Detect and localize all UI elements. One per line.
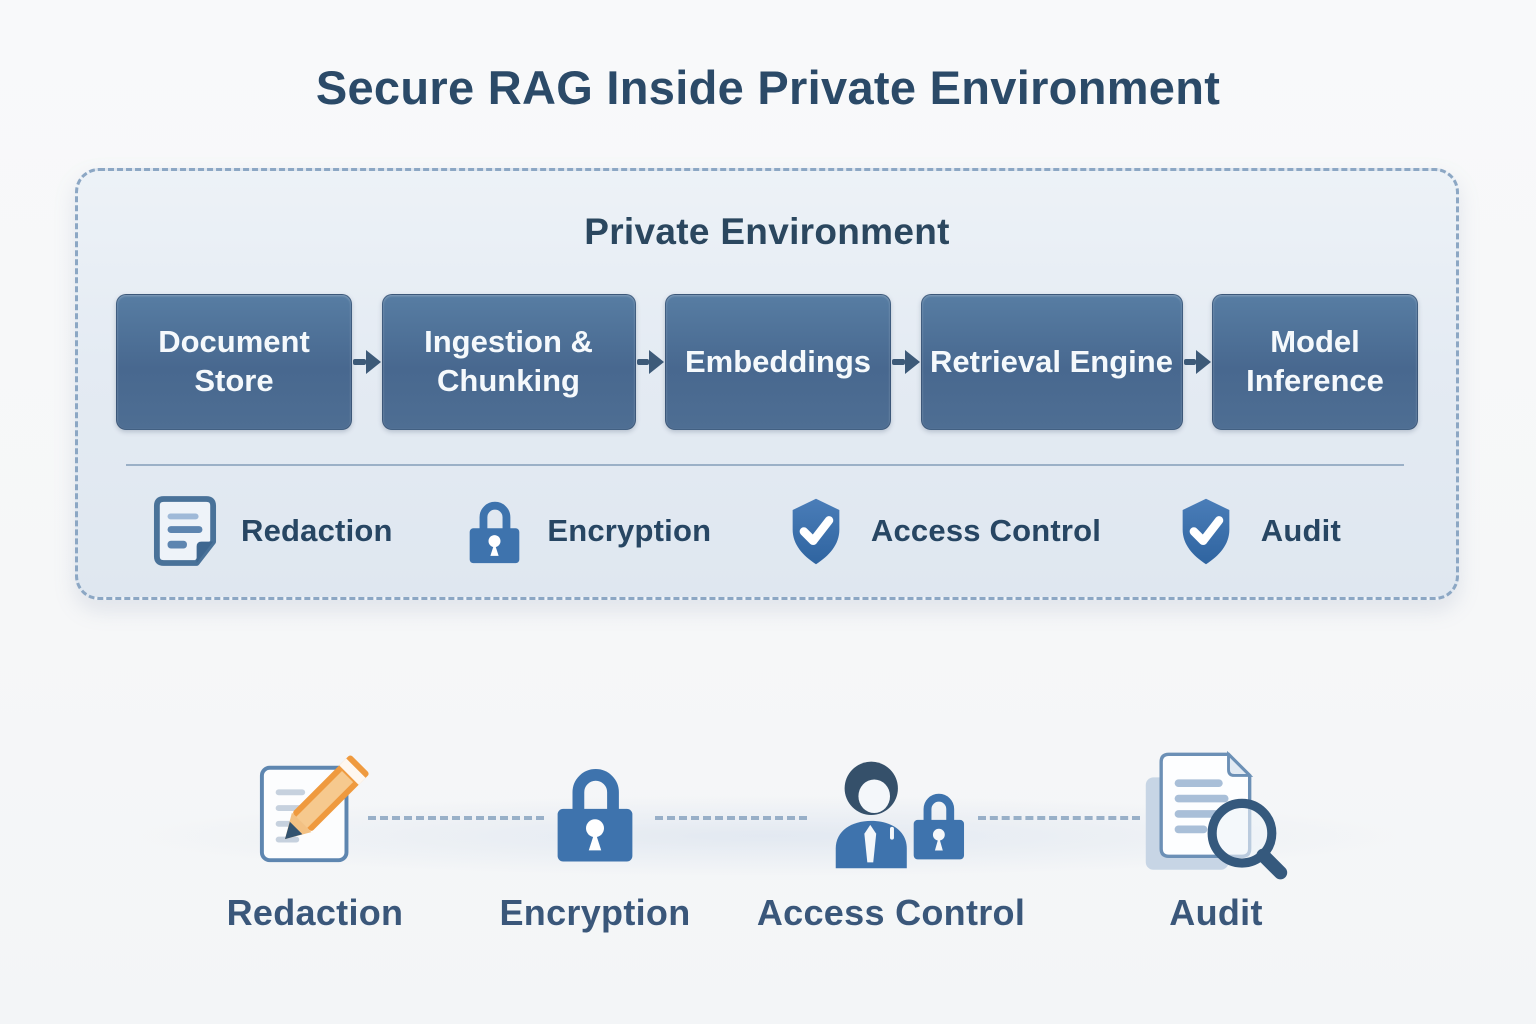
private-environment-container: Private Environment Document Store Inges… [75, 168, 1459, 600]
document-pencil-icon [256, 738, 374, 888]
document-magnifier-icon [1140, 738, 1292, 888]
bottom-feature-audit: Audit [1082, 738, 1350, 934]
feature-access-control: Access Control [785, 496, 1101, 567]
bottom-feature-access-control: Access Control [755, 738, 1027, 934]
user-padlock-icon [816, 738, 966, 888]
bottom-feature-redaction: Redaction [185, 738, 445, 934]
flow-box-document-store: Document Store [116, 294, 352, 430]
padlock-icon [552, 738, 638, 888]
feature-label: Audit [1260, 513, 1341, 548]
flow-box-ingestion-chunking: Ingestion & Chunking [381, 294, 636, 430]
page-title: Secure RAG Inside Private Environment [315, 61, 1221, 114]
dashed-connector [655, 816, 807, 820]
divider [126, 464, 1404, 466]
feature-redaction: Redaction [153, 495, 393, 567]
bottom-feature-encryption: Encryption [465, 738, 725, 934]
feature-label: Access Control [870, 513, 1102, 548]
security-features-row: Redaction Encryption [113, 479, 1341, 583]
shield-check-icon [1175, 496, 1237, 567]
dashed-connector [368, 816, 544, 820]
feature-label: Redaction [241, 513, 393, 548]
bottom-feature-label: Access Control [756, 892, 1026, 933]
feature-audit: Audit [1175, 496, 1341, 567]
bottom-feature-label: Audit [1169, 892, 1263, 933]
dashed-connector [978, 816, 1140, 820]
feature-encryption: Encryption [466, 495, 711, 567]
flow-box-embeddings: Embeddings [665, 294, 891, 430]
document-icon [153, 495, 217, 567]
bottom-feature-label: Redaction [226, 892, 404, 933]
flow-arrow-icon [891, 350, 921, 374]
flow-arrow-icon [636, 350, 666, 374]
private-environment-title: Private Environment [584, 211, 950, 252]
bottom-feature-label: Encryption [499, 892, 691, 933]
flow-arrow-icon [352, 350, 382, 374]
flow-box-retrieval-engine: Retrieval Engine [920, 294, 1183, 430]
flow-box-model-inference: Model Inference [1212, 294, 1418, 430]
padlock-icon [466, 495, 523, 567]
feature-label: Encryption [547, 513, 712, 548]
shield-check-icon [785, 496, 847, 567]
rag-pipeline-flow: Document Store Ingestion & Chunking Embe… [116, 293, 1418, 431]
flow-arrow-icon [1183, 350, 1213, 374]
